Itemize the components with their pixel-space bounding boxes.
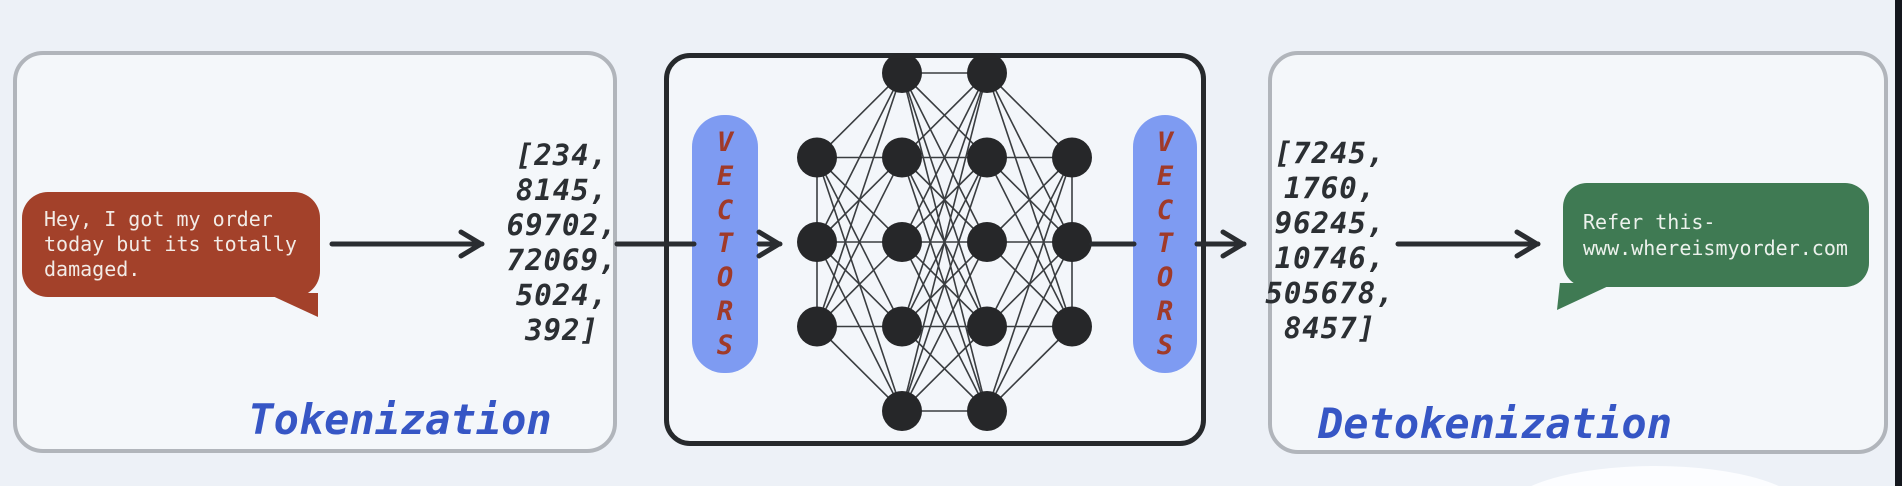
output-token-id-list: [7245,1760,96245,10746,505678,8457] [1265,136,1395,345]
response-message-text: Refer this-www.whereismyorder.com [1583,210,1848,260]
detokenization-label: Detokenization [1317,399,1672,448]
screen-edge-strip [1895,0,1902,486]
token-id-list: [234,8145,69702,72069,5024,392] [506,138,618,347]
tokenization-label: Tokenization [248,395,552,444]
neural-network [797,53,1092,431]
response-message-bubble: Refer this-www.whereismyorder.com [1563,183,1869,287]
decorative-ellipse [1505,466,1805,486]
